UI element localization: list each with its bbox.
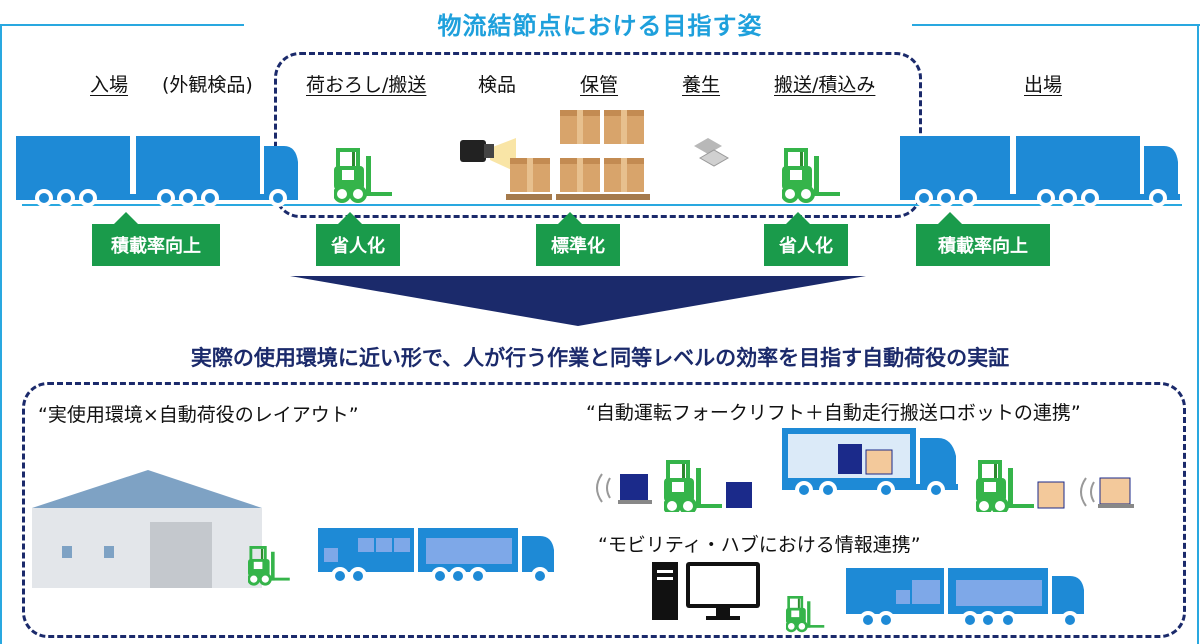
robot-signal-left-icon xyxy=(596,473,611,503)
forklift-small-icon xyxy=(248,546,292,586)
truck-collab-icon xyxy=(782,428,958,499)
stage-inspection: 検品 xyxy=(478,74,517,96)
warehouse-icon xyxy=(32,470,262,588)
badge-standardization: 標準化 xyxy=(536,212,620,266)
forklift-collab-left-icon xyxy=(664,460,752,512)
forklift-collab-right-icon xyxy=(976,460,1065,512)
stage-visual-inspection: (外観検品) xyxy=(162,74,253,96)
truck-left-icon xyxy=(16,136,298,207)
cargo-navy-left-icon xyxy=(618,474,652,504)
truck-bottom-left-icon xyxy=(318,528,554,585)
robot-signal-right-icon xyxy=(1080,477,1095,507)
badge-load-rate-right: 積載率向上 xyxy=(916,212,1050,266)
process-zone-box xyxy=(274,52,922,218)
stage-storage: 保管 xyxy=(580,74,619,96)
frame-right-line xyxy=(1197,24,1199,644)
quote-layout: “実使用環境×自動荷役のレイアウト” xyxy=(38,404,359,426)
page-title: 物流結節点における目指す姿 xyxy=(437,12,763,40)
quote-collab: “自動運転フォークリフト＋自動走行搬送ロボットの連携” xyxy=(586,402,1081,424)
down-arrow-icon xyxy=(290,276,866,326)
curing-wrap-icon xyxy=(694,138,730,167)
stage-curing: 養生 xyxy=(682,74,721,96)
badge-load-rate-left: 積載率向上 xyxy=(92,212,220,266)
demo-zone-box xyxy=(22,382,1186,638)
stage-entry: 入場 xyxy=(90,74,129,96)
stage-unload: 荷おろし/搬送 xyxy=(306,74,427,96)
forklift-hub-icon xyxy=(786,596,826,633)
cargo-beige-right-icon xyxy=(1098,477,1134,508)
storage-boxes-icon xyxy=(506,110,650,200)
forklift-unload-icon xyxy=(334,148,394,203)
stage-exit: 出場 xyxy=(1024,74,1063,96)
badge-labor-saving-right: 省人化 xyxy=(764,212,848,266)
quote-hub: “モビリティ・ハブにおける情報連携” xyxy=(598,534,921,556)
computer-icon xyxy=(652,562,760,620)
frame-left-line xyxy=(0,24,2,644)
stage-loading: 搬送/積込み xyxy=(774,74,876,96)
camera-icon xyxy=(460,138,516,172)
truck-right-icon xyxy=(900,136,1180,207)
road-line xyxy=(22,204,1182,206)
forklift-load-icon xyxy=(782,148,842,203)
section-subtitle: 実際の使用環境に近い形で、人が行う作業と同等レベルの効率を目指す自動荷役の実証 xyxy=(190,346,1010,370)
frame-top-left-line xyxy=(0,24,244,26)
frame-top-right-line xyxy=(912,24,1200,26)
badge-labor-saving-left: 省人化 xyxy=(316,212,400,266)
truck-hub-icon xyxy=(846,568,1084,629)
